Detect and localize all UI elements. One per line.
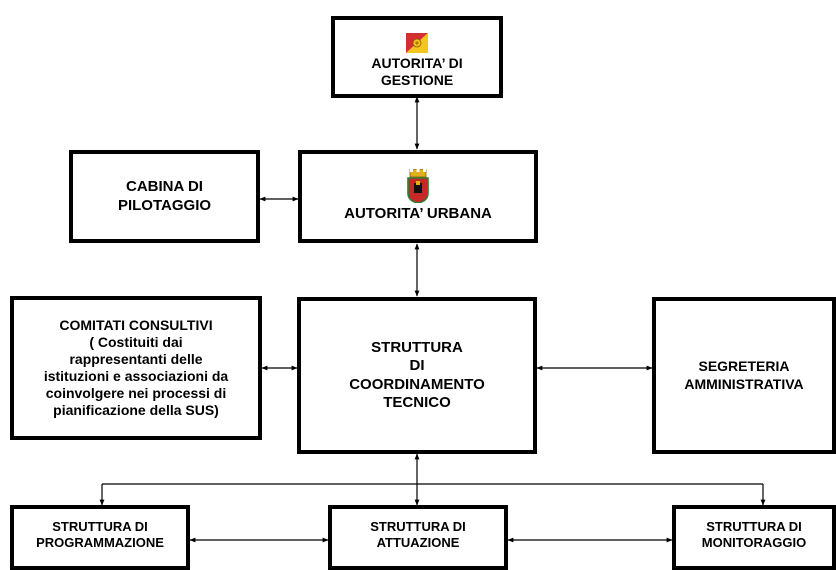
- segreteria-amministrativa-label: SEGRETERIA AMMINISTRATIVA: [684, 358, 804, 392]
- segreteria-amministrativa-box: SEGRETERIA AMMINISTRATIVA: [652, 297, 836, 454]
- cabina-pilotaggio-box: CABINA DI PILOTAGGIO: [69, 150, 260, 243]
- autorita-gestione-label: AUTORITA’ DI GESTIONE: [371, 54, 463, 88]
- struttura-monitoraggio-label: STRUTTURA DI MONITORAGGIO: [701, 519, 807, 550]
- struttura-coordinamento-label: STRUTTURA DI COORDINAMENTO TECNICO: [349, 338, 485, 411]
- comitati-consultivi-box: COMITATI CONSULTIVI ( Costituiti dai rap…: [10, 296, 262, 440]
- sicily-flag-icon: [406, 32, 428, 53]
- comitati-consultivi-label: COMITATI CONSULTIVI ( Costituiti dai rap…: [43, 316, 229, 419]
- autorita-gestione-box: AUTORITA’ DI GESTIONE: [331, 16, 503, 98]
- struttura-programmazione-box: STRUTTURA DI PROGRAMMAZIONE: [10, 505, 190, 570]
- autorita-urbana-label: AUTORITA’ URBANA: [344, 205, 492, 223]
- city-coat-of-arms-icon: [407, 169, 429, 204]
- cabina-pilotaggio-label: CABINA DI PILOTAGGIO: [117, 178, 212, 214]
- struttura-programmazione-label: STRUTTURA DI PROGRAMMAZIONE: [36, 519, 164, 550]
- struttura-attuazione-box: STRUTTURA DI ATTUAZIONE: [328, 505, 508, 570]
- struttura-coordinamento-box: STRUTTURA DI COORDINAMENTO TECNICO: [297, 297, 537, 454]
- struttura-monitoraggio-box: STRUTTURA DI MONITORAGGIO: [672, 505, 836, 570]
- struttura-attuazione-label: STRUTTURA DI ATTUAZIONE: [370, 519, 466, 550]
- autorita-urbana-box: AUTORITA’ URBANA: [298, 150, 538, 243]
